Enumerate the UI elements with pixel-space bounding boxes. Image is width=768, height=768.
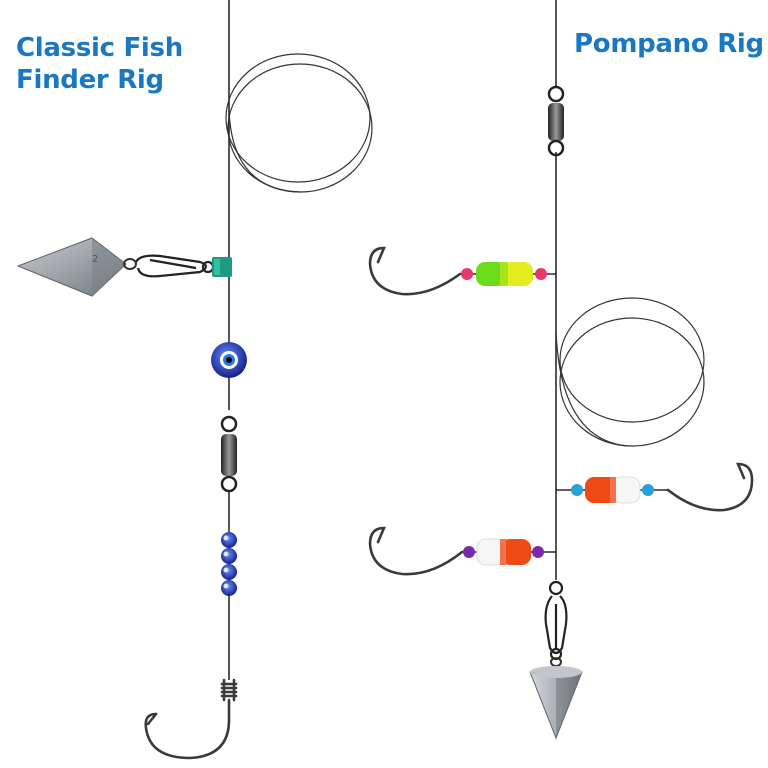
barrel-swivel-icon [220, 415, 238, 493]
bead-stack [221, 532, 237, 596]
float-icon [476, 262, 533, 286]
bead-icon [211, 342, 247, 378]
title-line-2: Finder Rig [16, 65, 164, 95]
title-line-1: Classic Fish [16, 33, 183, 63]
bead-icon [571, 484, 583, 496]
pyramid-sinker-icon [529, 657, 583, 740]
snap-swivel-icon [544, 580, 568, 661]
pyramid-sinker-icon: 2 [16, 237, 137, 297]
bead-icon [463, 546, 475, 558]
line-coil [225, 53, 373, 193]
bead-icon [221, 564, 237, 580]
float-icon [585, 476, 641, 504]
hook-icon [144, 678, 238, 760]
title-line: Pompano Rig [574, 29, 764, 59]
dropper-3 [368, 526, 556, 576]
snap-swivel-icon [135, 254, 215, 278]
sinker-weight-mark: 2 [92, 254, 98, 265]
hook-icon [368, 526, 464, 576]
bead-icon [221, 532, 237, 548]
dropper-1 [368, 246, 556, 296]
bead-icon [532, 546, 544, 558]
barrel-swivel-icon [547, 85, 565, 157]
left-rig: 2 [16, 0, 373, 760]
bead-icon [642, 484, 654, 496]
classic-fish-finder-rig-title: Classic Fish Finder Rig [16, 32, 183, 96]
bead-icon [535, 268, 547, 280]
right-rig [368, 0, 754, 740]
hook-icon [368, 246, 462, 296]
line-coil [555, 297, 705, 447]
hook-icon [666, 462, 754, 512]
pompano-rig-title: Pompano Rig [574, 28, 764, 60]
dropper-2 [556, 462, 754, 512]
float-icon [476, 538, 531, 566]
bead-icon [221, 580, 237, 596]
bead-icon [461, 268, 473, 280]
slider-clip-icon [212, 257, 232, 277]
bead-icon [221, 548, 237, 564]
